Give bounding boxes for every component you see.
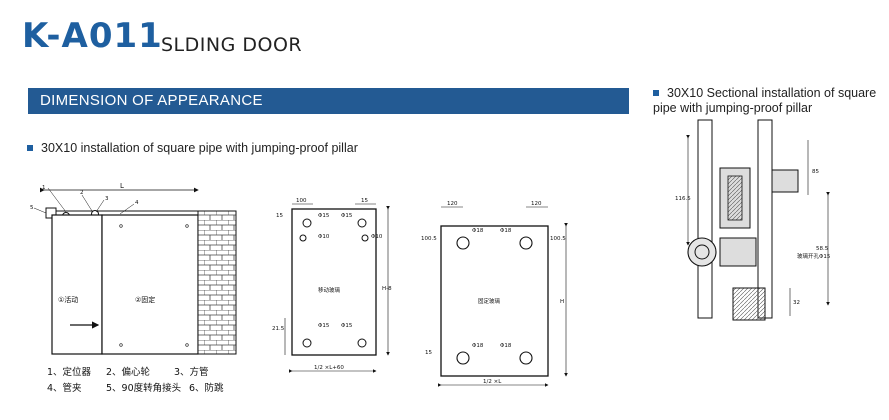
legend-item: 4、管夹 — [47, 382, 82, 394]
fixed-glass-drawing: 120 120 Φ18 Φ18 Φ18 Φ18 固定玻璃 100.5 100.5… — [421, 201, 568, 387]
hole-label: Φ15 — [341, 323, 353, 329]
product-name: SLDING DOOR — [161, 34, 303, 56]
callout-2: 2 — [80, 190, 84, 196]
hole-label: Φ18 — [472, 343, 484, 349]
dim-side: 15 — [425, 350, 432, 356]
side-caption: 30X10 Sectional installation of square p… — [653, 86, 883, 116]
legend: 1、定位器 2、偏心轮 3、方管 4、管夹 5、90度转角接头 6、防跳 — [47, 366, 224, 394]
callout-1: 1 — [42, 185, 46, 191]
dim-vertical: 32 — [793, 300, 800, 306]
hole-note: 玻璃开孔Φ15 — [797, 252, 831, 260]
dim-top-right: 120 — [531, 201, 542, 207]
height-label: H-8 — [382, 286, 392, 292]
hole-label: Φ10 — [318, 234, 330, 240]
legend-item: 6、防跳 — [189, 382, 224, 394]
callout-4: 4 — [135, 200, 139, 206]
hole-label: Φ15 — [341, 213, 353, 219]
height-label: H — [560, 299, 564, 305]
moving-glass-drawing: 100 15 Φ15 Φ15 Φ10 Φ10 Φ15 Φ15 移动玻璃 21.5… — [272, 198, 392, 373]
hole-label: Φ18 — [500, 343, 512, 349]
main-caption: 30X10 installation of square pipe with j… — [27, 141, 358, 156]
width-label: 1/2 ×L+60 — [314, 365, 344, 371]
width-label: 1/2 ×L — [483, 379, 502, 385]
hole-label: Φ18 — [472, 228, 484, 234]
callout-5: 5 — [30, 205, 34, 211]
sectional-drawing: 116.5 85 58.5 32 玻璃开孔Φ15 — [675, 119, 831, 321]
dim-vertical: 58.5 — [816, 246, 829, 252]
dim-side: 100.5 — [421, 236, 437, 242]
dim-vertical: 116.5 — [675, 196, 691, 202]
section-title-band: DIMENSION OF APPEARANCE — [28, 88, 629, 114]
dim-top-left: 120 — [447, 201, 458, 207]
side-caption-text: 30X10 Sectional installation of square p… — [653, 86, 877, 115]
legend-item: 2、偏心轮 — [106, 366, 151, 378]
hole-label: Φ18 — [500, 228, 512, 234]
panel-fixed-label: ②固定 — [135, 295, 155, 304]
fixed-glass-label: 固定玻璃 — [478, 297, 501, 305]
legend-item: 5、90度转角接头 — [106, 382, 181, 394]
model-code: K-A011 — [22, 16, 163, 56]
hole-label: Φ15 — [318, 213, 330, 219]
moving-glass-label: 移动玻璃 — [318, 286, 341, 294]
dim-top-left: 100 — [296, 198, 307, 204]
dim-side: 100.5 — [550, 236, 566, 242]
legend-item: 1、定位器 — [47, 366, 92, 378]
length-label: L — [120, 182, 124, 190]
callout-3: 3 — [105, 196, 109, 202]
dim-side: 21.5 — [272, 326, 285, 332]
dim-vertical: 85 — [812, 169, 819, 175]
hole-label: Φ10 — [371, 234, 383, 240]
panel-moving-label: ①活动 — [58, 295, 78, 304]
hole-label: Φ15 — [318, 323, 330, 329]
bullet-square-icon — [27, 145, 33, 151]
door-overview-drawing: L 1 2 3 4 5 ①活动 ②固定 — [30, 182, 237, 355]
legend-item: 3、方管 — [174, 366, 209, 378]
main-caption-text: 30X10 installation of square pipe with j… — [41, 141, 358, 155]
bullet-square-icon — [653, 90, 659, 96]
dim-side: 15 — [276, 213, 283, 219]
section-title: DIMENSION OF APPEARANCE — [40, 92, 263, 109]
dim-top-right: 15 — [361, 198, 368, 204]
